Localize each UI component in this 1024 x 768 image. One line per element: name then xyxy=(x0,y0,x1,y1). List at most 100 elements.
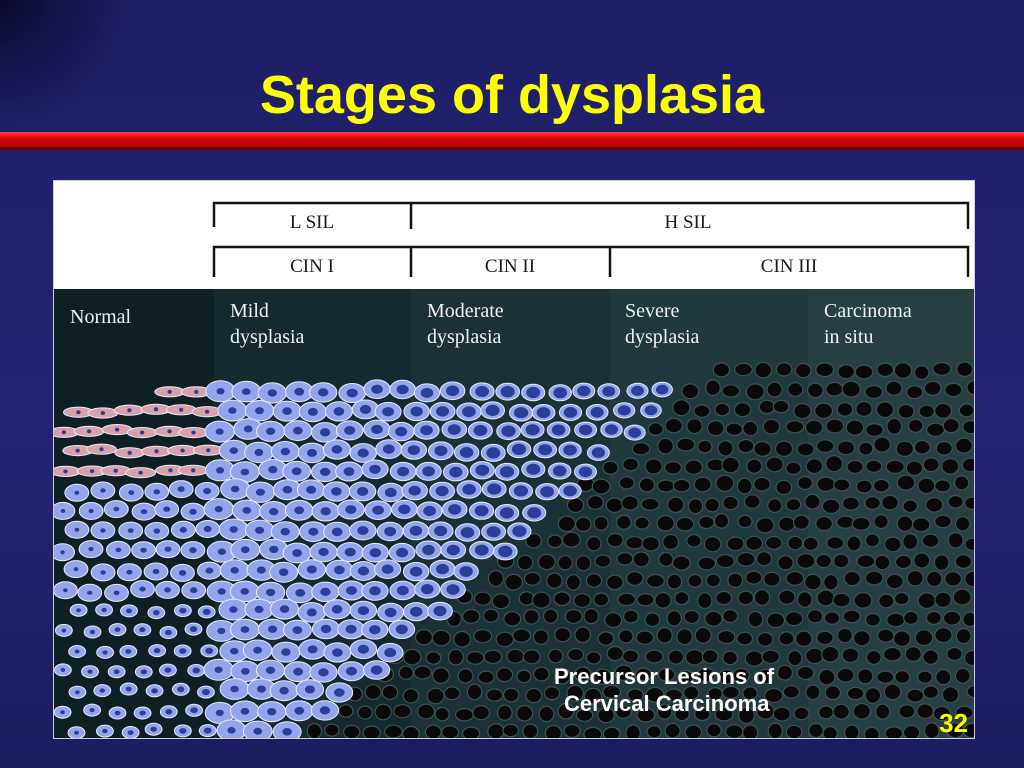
cell-nucleus xyxy=(280,447,290,456)
cell-nucleus xyxy=(178,570,187,576)
cell-nucleus xyxy=(265,666,276,674)
carcinoma-cell xyxy=(804,573,822,591)
cell-nucleus xyxy=(475,464,490,476)
cell-nucleus xyxy=(371,424,383,434)
cell-nucleus xyxy=(228,407,237,414)
carcinoma-cell xyxy=(591,478,611,495)
carcinoma-cell xyxy=(597,707,615,724)
cell-nucleus xyxy=(536,407,551,419)
carcinoma-cell xyxy=(802,536,819,552)
cell-nucleus xyxy=(63,469,68,474)
cin-brackets xyxy=(212,245,970,277)
stage-label-moderate-2: dysplasia xyxy=(427,326,502,348)
carcinoma-cell xyxy=(496,667,514,683)
cell-nucleus xyxy=(179,728,187,734)
carcinoma-cell xyxy=(894,670,911,685)
carcinoma-cell xyxy=(618,629,634,644)
cell-nucleus xyxy=(113,468,118,473)
carcinoma-cell xyxy=(902,499,918,513)
carcinoma-cell xyxy=(841,380,861,398)
cell-nucleus xyxy=(152,568,160,575)
carcinoma-cell xyxy=(722,495,739,511)
cell-nucleus xyxy=(89,469,95,474)
cell-nucleus xyxy=(459,566,473,577)
carcinoma-cell xyxy=(864,384,884,399)
carcinoma-cell xyxy=(424,724,442,738)
cell-nucleus xyxy=(139,627,146,633)
cell-nucleus xyxy=(253,727,263,735)
carcinoma-cell xyxy=(554,627,572,643)
cell-nucleus xyxy=(255,407,264,415)
cell-nucleus xyxy=(396,585,409,596)
cell-nucleus xyxy=(180,448,185,453)
carcinoma-cell xyxy=(946,646,963,661)
cell-nucleus xyxy=(434,445,448,456)
cell-nucleus xyxy=(75,448,80,453)
carcinoma-cell xyxy=(638,477,656,493)
cell-nucleus xyxy=(229,447,238,454)
cell-nucleus xyxy=(216,467,225,474)
carcinoma-cell xyxy=(955,705,974,720)
cell-nucleus xyxy=(60,508,66,513)
carcinoma-cell xyxy=(632,551,651,568)
carcinoma-cell xyxy=(815,439,835,454)
cell-nucleus xyxy=(448,504,462,515)
carcinoma-cell xyxy=(495,631,515,648)
carcinoma-cell xyxy=(904,646,922,662)
cell-nucleus xyxy=(307,448,317,457)
carcinoma-cell xyxy=(666,573,683,590)
carcinoma-cell xyxy=(934,627,953,644)
carcinoma-cell xyxy=(566,497,585,514)
carcinoma-cell xyxy=(907,418,924,433)
carcinoma-cell xyxy=(575,555,592,572)
carcinoma-cell xyxy=(713,513,730,529)
cell-nucleus xyxy=(229,606,238,613)
carcinoma-cell xyxy=(662,533,680,551)
carcinoma-cell xyxy=(664,417,684,434)
carcinoma-cell xyxy=(753,589,771,607)
cell-nucleus xyxy=(359,404,372,414)
cell-nucleus xyxy=(267,625,278,633)
carcinoma-cell xyxy=(706,723,722,738)
carcinoma-cell xyxy=(826,536,845,550)
cell-nucleus xyxy=(240,468,250,476)
cell-nucleus xyxy=(563,444,577,456)
carcinoma-cell xyxy=(836,515,855,529)
cell-nucleus xyxy=(420,425,433,436)
carcinoma-cell xyxy=(966,684,974,699)
carcinoma-cell xyxy=(858,441,874,456)
cell-nucleus xyxy=(422,466,435,477)
carcinoma-cell xyxy=(815,515,833,532)
header-panel xyxy=(54,181,974,289)
cell-nucleus xyxy=(282,485,293,494)
carcinoma-cell xyxy=(546,572,563,589)
cell-nucleus xyxy=(498,545,513,558)
carcinoma-cell xyxy=(487,723,505,738)
carcinoma-cell xyxy=(614,664,633,681)
carcinoma-cell xyxy=(878,593,895,609)
carcinoma-cell xyxy=(823,574,839,591)
carcinoma-cell xyxy=(667,649,685,665)
carcinoma-cell xyxy=(944,571,962,587)
cell-nucleus xyxy=(153,528,161,534)
cell-nucleus xyxy=(371,384,383,394)
cell-nucleus xyxy=(205,647,214,654)
cell-nucleus xyxy=(100,528,106,533)
carcinoma-cell xyxy=(657,667,676,682)
carcinoma-cell xyxy=(942,610,962,626)
carcinoma-cell xyxy=(747,610,764,628)
carcinoma-cell xyxy=(676,628,693,646)
cell-nucleus xyxy=(255,526,265,534)
cell-nucleus xyxy=(150,726,157,732)
carcinoma-cell xyxy=(583,608,600,625)
carcinoma-cell xyxy=(782,685,800,699)
carcinoma-cell xyxy=(734,362,753,377)
cell-nucleus xyxy=(230,685,239,693)
cell-nucleus xyxy=(153,407,159,412)
carcinoma-cell xyxy=(617,592,636,607)
carcinoma-cell xyxy=(925,570,943,588)
cell-nucleus xyxy=(346,388,358,398)
carcinoma-cell xyxy=(745,570,763,585)
carcinoma-cell xyxy=(853,630,871,647)
carcinoma-cell xyxy=(696,592,713,610)
